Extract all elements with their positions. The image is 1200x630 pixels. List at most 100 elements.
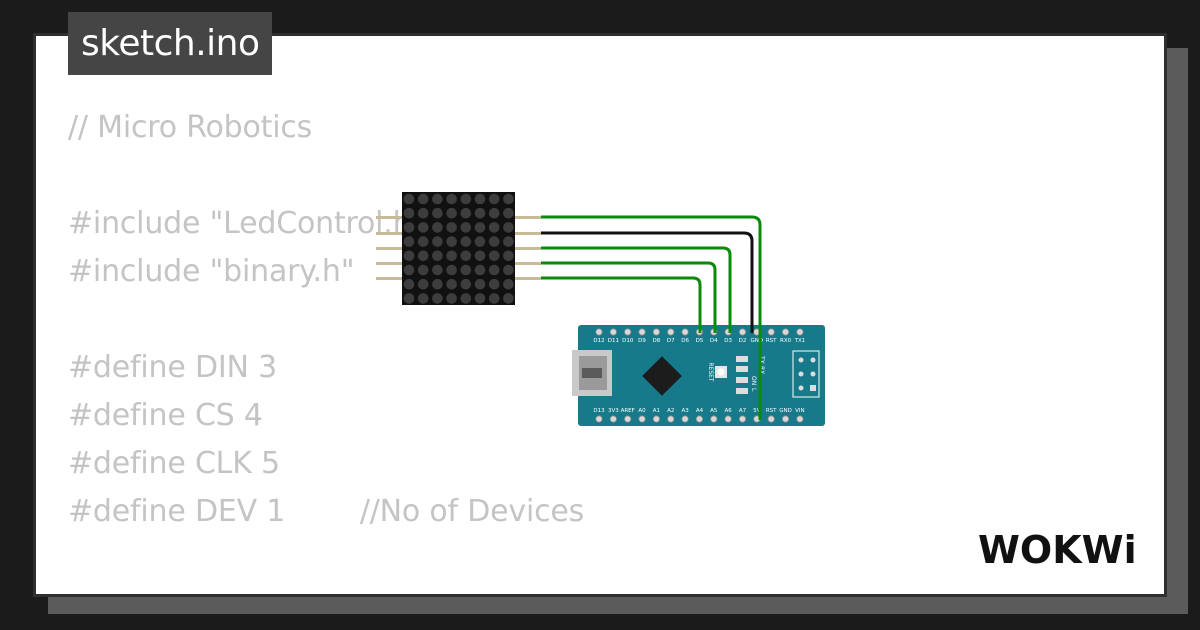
pin-label: A2: [667, 408, 674, 414]
matrix-led: [460, 264, 472, 276]
header-pin[interactable]: [667, 328, 675, 336]
matrix-led: [460, 293, 472, 304]
matrix-led: [460, 278, 472, 290]
pin-label: A1: [653, 408, 660, 414]
matrix-led: [460, 207, 472, 219]
header-pin[interactable]: [638, 415, 646, 423]
matrix-led: [446, 293, 457, 304]
matrix-led: [417, 278, 429, 290]
pin-label: D5: [696, 338, 704, 344]
code-view: // Micro Robotics #include "LedControl.h…: [68, 104, 720, 594]
matrix-led: [503, 264, 514, 276]
code-line: #define CS 4: [68, 398, 263, 433]
pin-label: RST: [766, 338, 777, 344]
status-leds: [736, 356, 748, 394]
pin-label: GND: [779, 408, 792, 414]
pin-label: 5V: [753, 408, 760, 414]
matrix-led: [488, 250, 500, 262]
header-pin[interactable]: [681, 415, 689, 423]
header-pin[interactable]: [695, 415, 704, 423]
pin-label: RX0: [780, 338, 792, 344]
matrix-led: [446, 207, 457, 219]
matrix-led: [432, 207, 443, 219]
matrix-led: [474, 236, 486, 247]
wire-gnd: [541, 231, 754, 333]
matrix-led: [417, 222, 429, 233]
header-pin[interactable]: [624, 328, 632, 336]
matrix-led: [403, 207, 415, 219]
header-pin[interactable]: [781, 328, 790, 336]
header-pin[interactable]: [638, 328, 646, 336]
pin-label: D13: [593, 408, 605, 414]
header-pin[interactable]: [609, 328, 617, 336]
matrix-led: [432, 250, 443, 262]
matrix-led: [432, 193, 443, 205]
matrix-led: [403, 250, 415, 262]
pin-label: A3: [681, 408, 689, 414]
code-card: // Micro Robotics #include "LedControl.h…: [33, 33, 1167, 597]
header-pin[interactable]: [652, 328, 661, 336]
header-pin[interactable]: [738, 328, 747, 336]
matrix-led: [432, 264, 443, 276]
code-line: // Micro Robotics: [68, 110, 313, 145]
header-pin[interactable]: [724, 415, 732, 423]
wire-vcc: [541, 215, 762, 420]
matrix-led: [417, 293, 429, 304]
header-pin[interactable]: [710, 415, 718, 423]
header-pin[interactable]: [767, 328, 775, 336]
pin-label: A6: [725, 408, 733, 414]
matrix-header-pins-left: [376, 216, 404, 280]
matrix-led: [503, 250, 514, 262]
header-pin[interactable]: [609, 415, 617, 423]
matrix-led: [403, 278, 415, 290]
code-line: #define DEV 1 //No of Devices: [68, 494, 585, 529]
pin-label: TX1: [794, 338, 806, 344]
matrix-led: [474, 293, 486, 304]
pin-label: AREF: [621, 408, 635, 414]
header-pin[interactable]: [681, 328, 689, 336]
pin-label: A0: [638, 408, 646, 414]
code-line: LedControl lc=LedControl(DIN,CLK,CS,DEV)…: [68, 584, 720, 594]
header-pin[interactable]: [767, 415, 775, 423]
svg-text:WOKWi: WOKWi: [978, 528, 1137, 572]
matrix-led: [488, 222, 500, 233]
matrix-led: [432, 293, 443, 304]
code-line: #define DIN 3: [68, 350, 277, 385]
filename-tab[interactable]: sketch.ino: [68, 12, 273, 75]
header-pin[interactable]: [667, 415, 675, 423]
header-pin[interactable]: [738, 415, 747, 423]
header-pin[interactable]: [781, 415, 790, 423]
matrix-led: [446, 222, 457, 233]
pin-label: A5: [710, 408, 718, 414]
matrix-led: [403, 236, 415, 247]
pin-label: D10: [622, 338, 634, 344]
matrix-led: [446, 193, 457, 205]
matrix-led: [417, 250, 429, 262]
matrix-led: [446, 250, 457, 262]
code-line: #include "LedControl.h": [68, 206, 426, 241]
led-matrix[interactable]: [376, 192, 541, 305]
wokwi-logo: WOKWi: [978, 528, 1137, 572]
header-pin[interactable]: [796, 328, 804, 336]
header-pin[interactable]: [652, 415, 661, 423]
matrix-led: [503, 207, 514, 219]
header-pin[interactable]: [796, 415, 804, 423]
matrix-led: [503, 293, 514, 304]
header-pin[interactable]: [595, 415, 603, 423]
matrix-led: [432, 278, 443, 290]
matrix-led: [446, 264, 457, 276]
matrix-led: [474, 250, 486, 262]
pin-label: D8: [653, 338, 661, 344]
pin-label: A4: [696, 408, 704, 414]
matrix-led: [503, 222, 514, 233]
reset-label: RESET: [707, 362, 714, 382]
icsp-header: [792, 350, 820, 398]
wire-din: [541, 246, 732, 333]
header-pin[interactable]: [624, 415, 632, 423]
header-pin[interactable]: [595, 328, 603, 336]
matrix-led: [403, 293, 415, 304]
pin-label: 3V3: [608, 408, 619, 414]
